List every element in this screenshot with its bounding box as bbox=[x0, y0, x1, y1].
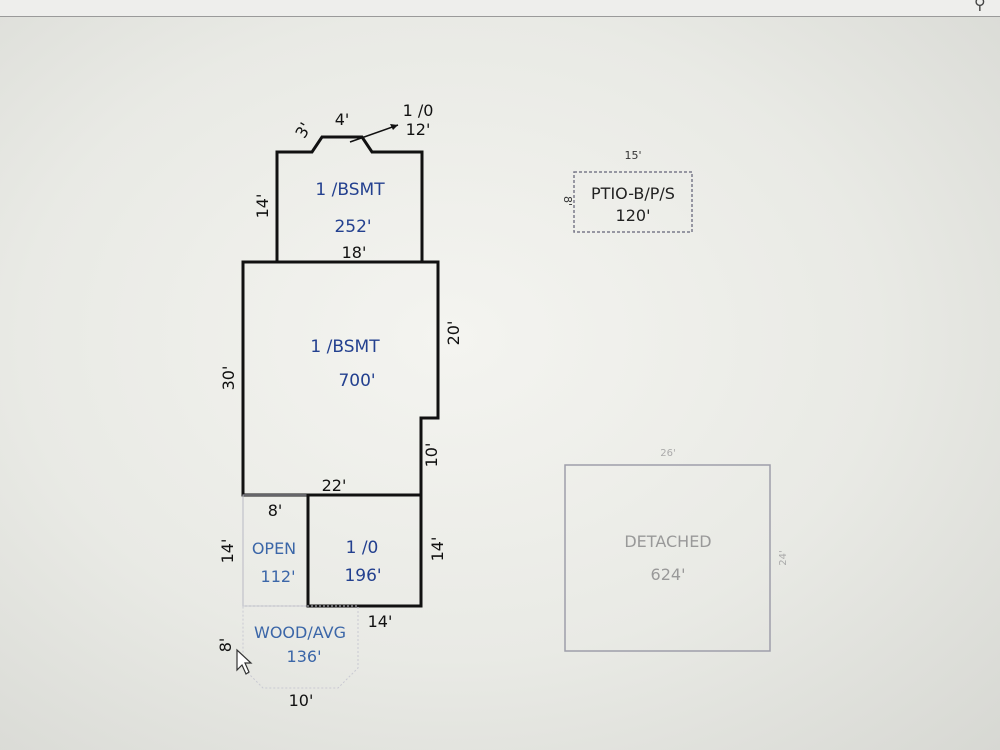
patio-left-dim: 8' bbox=[561, 196, 574, 206]
main-basement-area: 700' bbox=[338, 371, 375, 391]
main-basement-section[interactable]: 1 /BSMT 700' 30' 20' 10' 22' bbox=[219, 260, 463, 497]
one-story-section[interactable]: 1 /0 196' 14' 14' bbox=[306, 493, 447, 631]
upper-basement-left-dim: 14' bbox=[253, 194, 272, 219]
one-story-bottom-dim: 14' bbox=[368, 612, 393, 631]
bay-note-type: 1 /0 bbox=[403, 101, 434, 120]
main-basement-type: 1 /BSMT bbox=[310, 337, 380, 357]
main-basement-left-dim: 30' bbox=[219, 366, 238, 391]
window-top-bar: ⚲ bbox=[0, 0, 1000, 17]
one-story-right-dim: 14' bbox=[428, 537, 447, 562]
bay-note-dim: 12' bbox=[406, 120, 431, 139]
detached-right-dim: 24' bbox=[778, 550, 789, 565]
search-icon[interactable]: ⚲ bbox=[974, 0, 986, 13]
one-story-type: 1 /0 bbox=[346, 538, 379, 558]
main-basement-right-upper-dim: 20' bbox=[444, 321, 463, 346]
detached-outline bbox=[564, 464, 771, 652]
patio-outline bbox=[573, 171, 693, 233]
open-area-section[interactable]: OPEN 112' 8' 14' bbox=[218, 494, 309, 607]
detached-top-dim: 26' bbox=[660, 448, 675, 459]
main-basement-bottom-dim: 22' bbox=[322, 476, 347, 495]
wood-deck-section[interactable]: WOOD/AVG 136' 8' 10' bbox=[216, 605, 359, 710]
main-basement-right-lower-dim: 10' bbox=[422, 443, 441, 468]
wood-deck-left-dim: 8' bbox=[216, 638, 235, 653]
open-area-value: 112' bbox=[261, 567, 296, 586]
upper-basement-area: 252' bbox=[334, 217, 371, 237]
patio-section[interactable]: PTIO-B/P/S 120' 15' 8' bbox=[561, 149, 693, 233]
bay-left-dim: 3' bbox=[291, 119, 315, 141]
mouse-pointer-icon bbox=[236, 648, 253, 675]
bay-leader-arrow bbox=[390, 124, 398, 130]
patio-type: PTIO-B/P/S bbox=[591, 184, 675, 203]
bay-top-dim: 4' bbox=[335, 110, 350, 129]
open-area-type: OPEN bbox=[252, 539, 296, 558]
patio-top-dim: 15' bbox=[624, 149, 641, 162]
patio-area: 120' bbox=[616, 206, 651, 225]
open-area-left-dim: 14' bbox=[218, 539, 237, 564]
wood-deck-bottom-dim: 10' bbox=[289, 691, 314, 710]
detached-section[interactable]: DETACHED 624' 26' 24' bbox=[564, 448, 789, 652]
detached-type: DETACHED bbox=[624, 532, 711, 551]
open-area-top-dim: 8' bbox=[268, 501, 283, 520]
detached-area: 624' bbox=[651, 565, 686, 584]
one-story-area: 196' bbox=[344, 566, 381, 586]
upper-basement-type: 1 /BSMT bbox=[315, 180, 385, 200]
upper-basement-bottom-dim: 18' bbox=[342, 243, 367, 262]
upper-basement-section[interactable]: 1 /BSMT 252' 14' 18' bbox=[253, 135, 424, 264]
wood-deck-area: 136' bbox=[287, 647, 322, 666]
wood-deck-type: WOOD/AVG bbox=[254, 623, 346, 642]
bay-leader-line bbox=[349, 124, 399, 143]
one-story-outline bbox=[306, 493, 423, 608]
